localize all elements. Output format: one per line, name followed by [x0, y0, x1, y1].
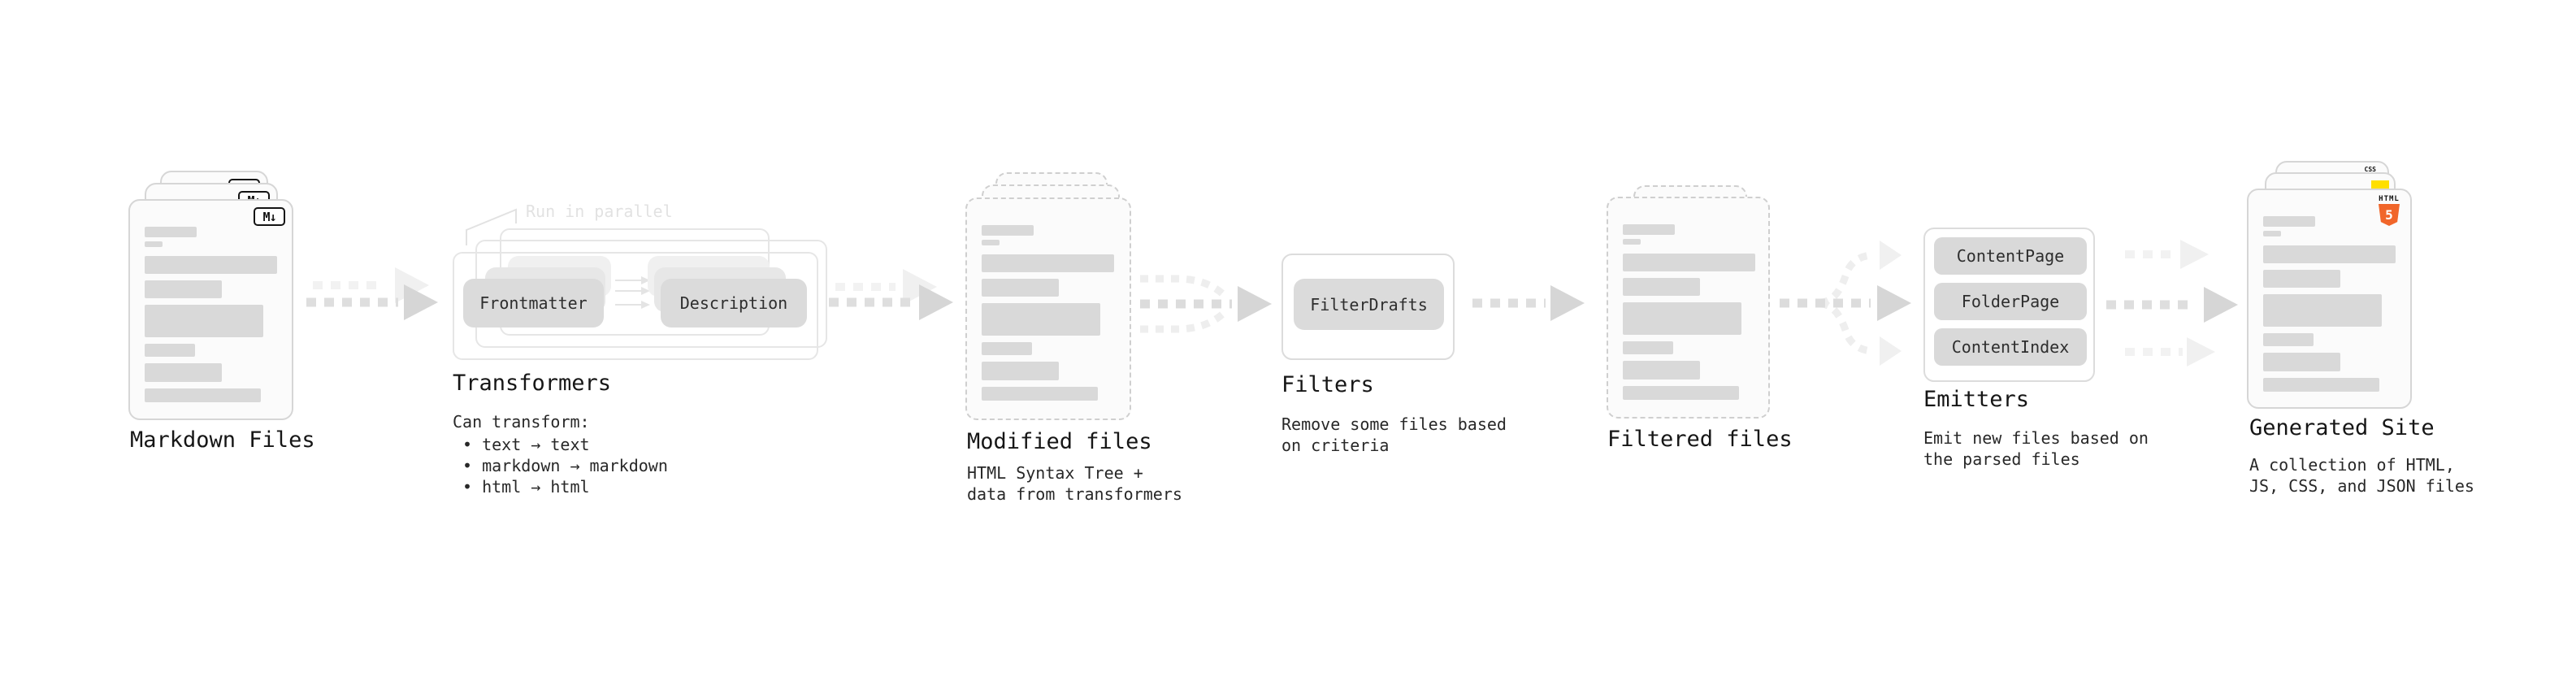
placeholder-text-bar — [145, 363, 222, 382]
filterdrafts-chip: FilterDrafts — [1294, 279, 1444, 330]
emitters-title: Emitters — [1923, 387, 2030, 412]
placeholder-text-bar — [145, 344, 195, 357]
arrow-transformers-to-modified — [829, 269, 953, 320]
run-in-parallel-callout-line — [466, 208, 517, 245]
frontmatter-chip: Frontmatter — [463, 279, 604, 327]
markdown-file-card-front: M↓ — [128, 199, 293, 420]
markdown-icon: M↓ — [254, 207, 285, 226]
transformers-desc: • text → text — [462, 435, 590, 454]
filters-title: Filters — [1281, 372, 1374, 397]
placeholder-text-bar — [2263, 378, 2379, 392]
placeholder-text-bar — [2263, 270, 2340, 288]
placeholder-text-bar — [1623, 361, 1700, 380]
run-in-parallel-note: Run in parallel — [526, 202, 673, 221]
arrow-modified-to-filters — [1140, 275, 1272, 333]
placeholder-text-bar — [1623, 386, 1739, 400]
html5-icon: HTML 5 — [2374, 195, 2404, 226]
placeholder-text-bar — [982, 387, 1098, 401]
arrow-emitters-to-site-top — [2125, 240, 2209, 269]
placeholder-text-bar — [2263, 231, 2281, 236]
placeholder-text-bar — [982, 342, 1032, 355]
filters-desc: Remove some files based — [1281, 414, 1507, 434]
placeholder-text-bar — [1623, 278, 1700, 296]
arrow-emitters-to-site-bottom — [2125, 337, 2215, 367]
modified-files-desc: data from transformers — [967, 484, 1182, 504]
arrow-filtered-to-emitters — [1780, 241, 1911, 366]
placeholder-text-bar — [982, 240, 1000, 245]
markdown-files-title: Markdown Files — [130, 427, 315, 453]
parallel-run-arrows — [615, 276, 650, 309]
placeholder-text-bar — [2263, 333, 2314, 346]
folderpage-chip: FolderPage — [1934, 283, 2087, 320]
emitters-desc: Emit new files based on — [1923, 428, 2149, 448]
placeholder-text-bar — [145, 305, 263, 337]
placeholder-text-bar — [982, 303, 1100, 336]
transformers-desc: • html → html — [462, 477, 590, 497]
generated-site-desc: JS, CSS, and JSON files — [2249, 476, 2474, 496]
placeholder-text-bar — [1623, 254, 1755, 271]
js-file-icon — [2371, 180, 2389, 191]
generated-site-title: Generated Site — [2249, 415, 2435, 440]
placeholder-text-bar — [145, 227, 197, 237]
contentpage-chip: ContentPage — [1934, 237, 2087, 275]
transformers-desc: • markdown → markdown — [462, 456, 668, 475]
placeholder-text-bar — [2263, 294, 2382, 327]
arrow-emitters-to-site-mid — [2106, 287, 2238, 323]
html5-icon-label: HTML — [2379, 195, 2400, 203]
arrow-markdown-to-transformers — [306, 267, 438, 320]
site-file-card-front: HTML 5 — [2247, 189, 2412, 409]
placeholder-text-bar — [145, 280, 222, 298]
modified-file-card-front — [965, 197, 1131, 420]
transformers-title: Transformers — [453, 371, 612, 396]
placeholder-text-bar — [145, 388, 261, 402]
placeholder-text-bar — [145, 256, 277, 274]
transformers-desc: Can transform: — [453, 412, 590, 432]
contentindex-chip: ContentIndex — [1934, 328, 2087, 366]
filtered-file-card-front — [1607, 197, 1770, 419]
generated-site-desc: A collection of HTML, — [2249, 455, 2455, 475]
placeholder-text-bar — [982, 254, 1114, 272]
modified-files-title: Modified files — [967, 429, 1152, 454]
filters-desc: on criteria — [1281, 436, 1390, 455]
html5-shield: 5 — [2379, 204, 2400, 226]
placeholder-text-bar — [2263, 353, 2340, 371]
placeholder-text-bar — [2263, 245, 2396, 263]
placeholder-text-bar — [145, 241, 163, 247]
placeholder-text-bar — [1623, 341, 1673, 354]
html5-shield-number: 5 — [2385, 207, 2393, 223]
placeholder-text-bar — [1623, 224, 1675, 235]
modified-files-desc: HTML Syntax Tree + — [967, 463, 1143, 483]
placeholder-text-bar — [982, 362, 1059, 380]
placeholder-text-bar — [982, 279, 1059, 297]
placeholder-text-bar — [982, 225, 1034, 236]
transformer-box-front — [453, 252, 818, 360]
arrow-filters-to-filtered — [1472, 285, 1585, 321]
emitters-desc: the parsed files — [1923, 449, 2080, 469]
placeholder-text-bar — [1623, 302, 1741, 335]
placeholder-text-bar — [2263, 216, 2315, 227]
filtered-files-title: Filtered files — [1607, 427, 1793, 452]
placeholder-text-bar — [1623, 239, 1641, 245]
description-chip: Description — [661, 279, 807, 327]
